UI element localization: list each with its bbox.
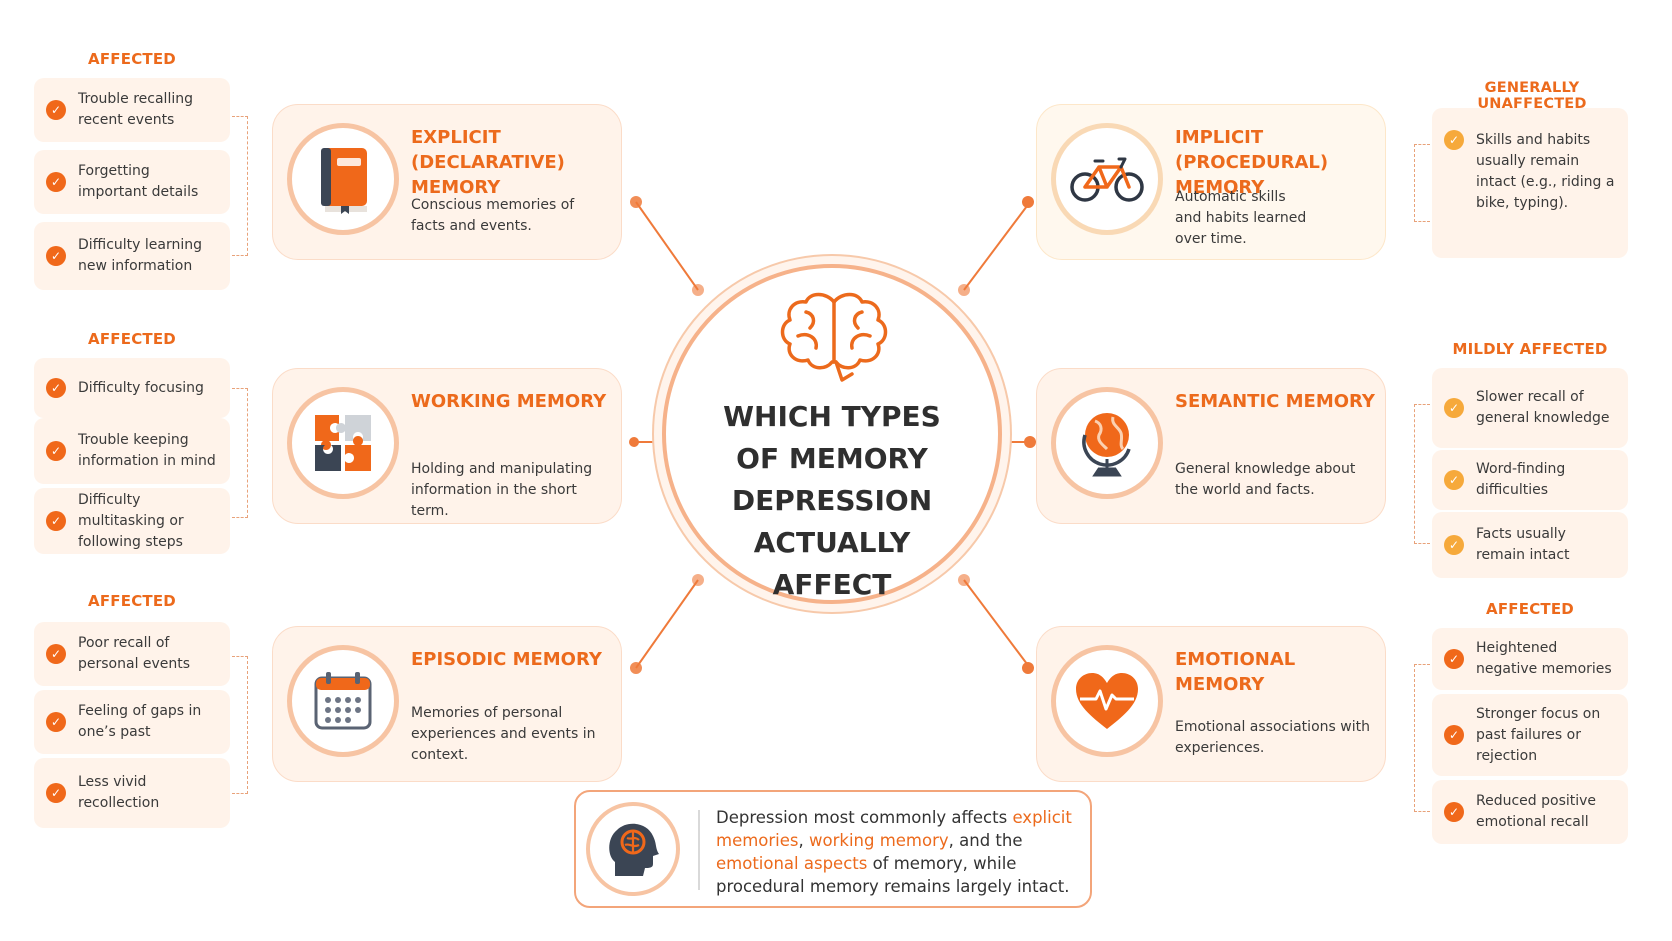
list-item: ✓Difficulty focusing [34,358,230,418]
check-icon: ✓ [46,100,66,120]
bracket-connector [1414,144,1430,222]
list-item: ✓Difficulty multitasking or following st… [34,488,230,554]
card-title: SEMANTIC MEMORY [1175,391,1375,412]
check-icon: ✓ [1444,802,1464,822]
center-circle: WHICH TYPES OF MEMORY DEPRESSION ACTUALL… [662,264,1002,604]
check-icon: ✓ [46,246,66,266]
card-description: General knowledge about the world and fa… [1175,461,1356,498]
check-icon: ✓ [46,378,66,398]
card-description: Memories of personal experiences and eve… [411,705,596,763]
list-item: ✓Facts usually remain intact [1432,512,1628,578]
check-icon: ✓ [46,441,66,461]
check-icon: ✓ [46,172,66,192]
status-label-explicit: AFFECTED [88,50,176,68]
list-item: ✓Heightened negative memories [1432,628,1628,690]
list-item: ✓Stronger focus on past failures or reje… [1432,694,1628,776]
card-description: Emotional associations with experiences. [1175,719,1370,756]
icon-ring [287,387,399,499]
summary-divider [698,810,700,890]
summary-icon-ring [586,802,680,896]
list-item: ✓Less vivid recollection [34,758,230,828]
card-title: EMOTIONAL MEMORY [1175,649,1296,695]
check-icon: ✓ [46,712,66,732]
card-semantic-memory: SEMANTIC MEMORY General knowledge about … [1036,368,1386,524]
card-emotional-memory: EMOTIONAL MEMORY Emotional associations … [1036,626,1386,782]
list-item: ✓Word-finding difficulties [1432,450,1628,510]
check-icon: ✓ [46,783,66,803]
status-label-semantic: MILDLY AFFECTED [1452,340,1608,358]
head-brain-icon [609,823,659,876]
check-icon: ✓ [1444,130,1464,150]
icon-ring [1051,645,1163,757]
brain-icon [776,288,892,393]
icon-ring [287,123,399,235]
check-icon: ✓ [46,511,66,531]
bracket-connector [1414,404,1430,544]
card-title: IMPLICIT (PROCEDURAL) MEMORY [1175,127,1329,198]
card-explicit-memory: EXPLICIT (DECLARATIVE) MEMORY Conscious … [272,104,622,260]
bracket-connector [232,116,248,256]
card-working-memory: WORKING MEMORY Holding and manipulating … [272,368,622,524]
heart-pulse-icon [1076,673,1138,729]
summary-box: Depression most commonly affects explici… [574,790,1092,908]
list-item: ✓Skills and habits usually remain intact… [1432,108,1628,258]
check-icon: ✓ [46,644,66,664]
card-title: EPISODIC MEMORY [411,649,602,670]
check-icon: ✓ [1444,535,1464,555]
list-item: ✓Trouble keeping information in mind [34,418,230,484]
icon-ring [287,645,399,757]
bicycle-icon [1070,157,1144,202]
puzzle-icon [315,415,371,471]
check-icon: ✓ [1444,398,1464,418]
list-item: ✓Reduced positive emotional recall [1432,780,1628,844]
check-icon: ✓ [1444,470,1464,490]
card-title: EXPLICIT (DECLARATIVE) MEMORY [411,127,565,198]
center-title: WHICH TYPES OF MEMORY DEPRESSION ACTUALL… [723,400,941,601]
bracket-connector [1414,664,1430,812]
icon-ring [1051,123,1163,235]
card-implicit-memory: IMPLICIT (PROCEDURAL) MEMORY Automatic s… [1036,104,1386,260]
book-icon [321,148,367,214]
list-item: ✓Difficulty learning new information [34,222,230,290]
card-description: Holding and manipulating information in … [411,461,593,519]
card-description: Conscious memories of facts and events. [411,197,575,234]
list-item: ✓Slower recall of general knowledge [1432,368,1628,448]
card-title: WORKING MEMORY [411,391,607,412]
globe-icon [1082,413,1131,477]
list-item: ✓Feeling of gaps in one’s past [34,690,230,754]
calendar-icon [314,672,372,730]
summary-text: Depression most commonly affects explici… [716,808,1072,896]
bracket-connector [232,388,248,518]
card-episodic-memory: EPISODIC MEMORY Memories of personal exp… [272,626,622,782]
check-icon: ✓ [1444,649,1464,669]
list-item: ✓Trouble recalling recent events [34,78,230,142]
status-label-episodic: AFFECTED [88,592,176,610]
status-label-working: AFFECTED [88,330,176,348]
list-item: ✓Poor recall of personal events [34,622,230,686]
list-item: ✓Forgetting important details [34,150,230,214]
card-description: Automatic skills and habits learned over… [1175,189,1307,247]
status-label-emotional: AFFECTED [1486,600,1574,618]
check-icon: ✓ [1444,725,1464,745]
icon-ring [1051,387,1163,499]
bracket-connector [232,656,248,794]
